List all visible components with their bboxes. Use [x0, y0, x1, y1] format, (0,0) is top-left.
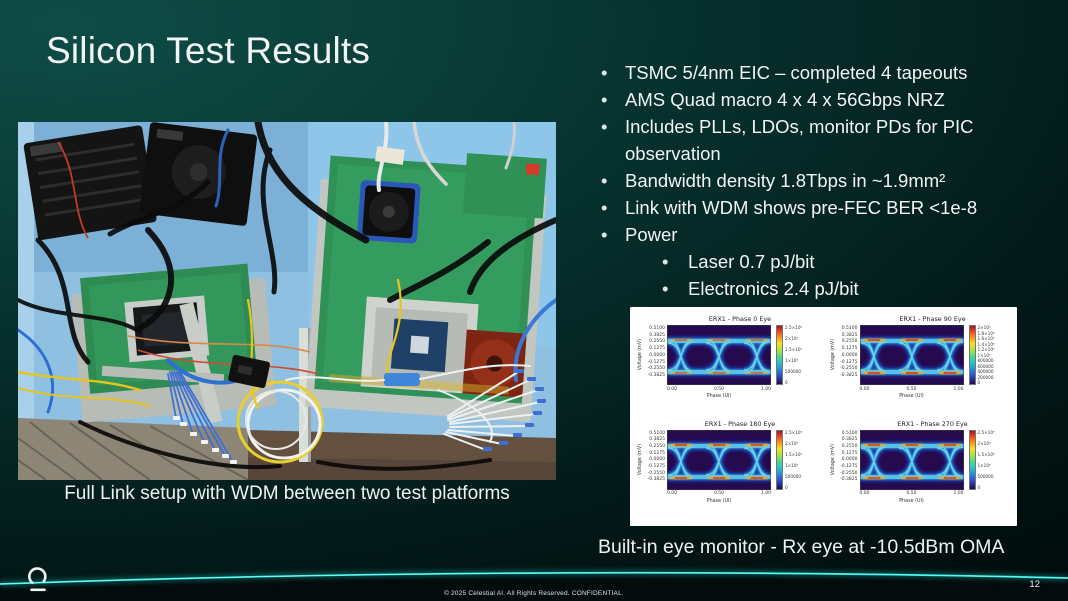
bullet-item: Bandwidth density 1.8Tbps in ~1.9mm²	[598, 167, 1050, 194]
colorbar	[968, 325, 976, 385]
bullet-subitem: Laser 0.7 pJ/bit	[598, 248, 1050, 275]
slide-footer: © 2025 Celestial AI. All Rights Reserved…	[0, 558, 1068, 601]
lab-photo	[18, 122, 556, 480]
colorbar	[968, 429, 976, 490]
eye-monitor-caption: Built-in eye monitor - Rx eye at -10.5dB…	[598, 536, 1005, 558]
eye-heatmap	[667, 429, 771, 490]
y-axis-label: Voltage (mV)	[830, 443, 836, 476]
eye-heatmap	[859, 429, 964, 490]
copyright-text: © 2025 Celestial AI. All Rights Reserved…	[444, 590, 624, 597]
bullet-subitem: Electronics 2.4 pJ/bit	[598, 275, 1050, 302]
x-axis-label: Phase (UI)	[706, 498, 732, 504]
eye-plot-title: ERX1 - Phase 270 Eye	[897, 419, 968, 428]
eye-heatmap	[859, 325, 964, 385]
y-axis-label: Voltage (mV)	[830, 339, 836, 371]
colorbar	[776, 325, 783, 385]
x-axis-label: Phase (UI)	[706, 394, 732, 399]
page-number: 12	[1029, 579, 1040, 590]
photo-caption: Full Link setup with WDM between two tes…	[64, 483, 510, 504]
colorbar	[776, 429, 783, 490]
eye-heatmap	[667, 325, 771, 385]
bullet-item: AMS Quad macro 4 x 4 x 56Gbps NRZ	[598, 86, 1050, 113]
page-title: Silicon Test Results	[46, 30, 371, 71]
bullet-list: TSMC 5/4nm EIC – completed 4 tapeouts AM…	[598, 59, 1050, 302]
celestial-ai-logo	[28, 567, 47, 592]
horizon-arc-graphic	[0, 569, 1068, 601]
y-axis-label: Voltage (mV)	[638, 339, 643, 371]
bullet-item: Includes PLLs, LDOs, monitor PDs for PIC…	[598, 113, 1050, 167]
y-axis-label: Voltage (mV)	[638, 443, 643, 476]
bullet-item: Link with WDM shows pre-FEC BER <1e-8	[598, 194, 1050, 221]
lab-photo-illustration	[18, 122, 556, 480]
bullet-item: Power	[598, 221, 1050, 248]
x-axis-label: Phase (UI)	[899, 394, 924, 399]
eye-plot-title: ERX1 - Phase 90 Eye	[899, 315, 966, 323]
eye-plot-title: ERX1 - Phase 0 Eye	[708, 315, 772, 323]
eye-plot-title: ERX1 - Phase 180 Eye	[704, 419, 776, 428]
bullet-item: TSMC 5/4nm EIC – completed 4 tapeouts	[598, 59, 1050, 86]
x-axis-label: Phase (UI)	[899, 498, 924, 504]
